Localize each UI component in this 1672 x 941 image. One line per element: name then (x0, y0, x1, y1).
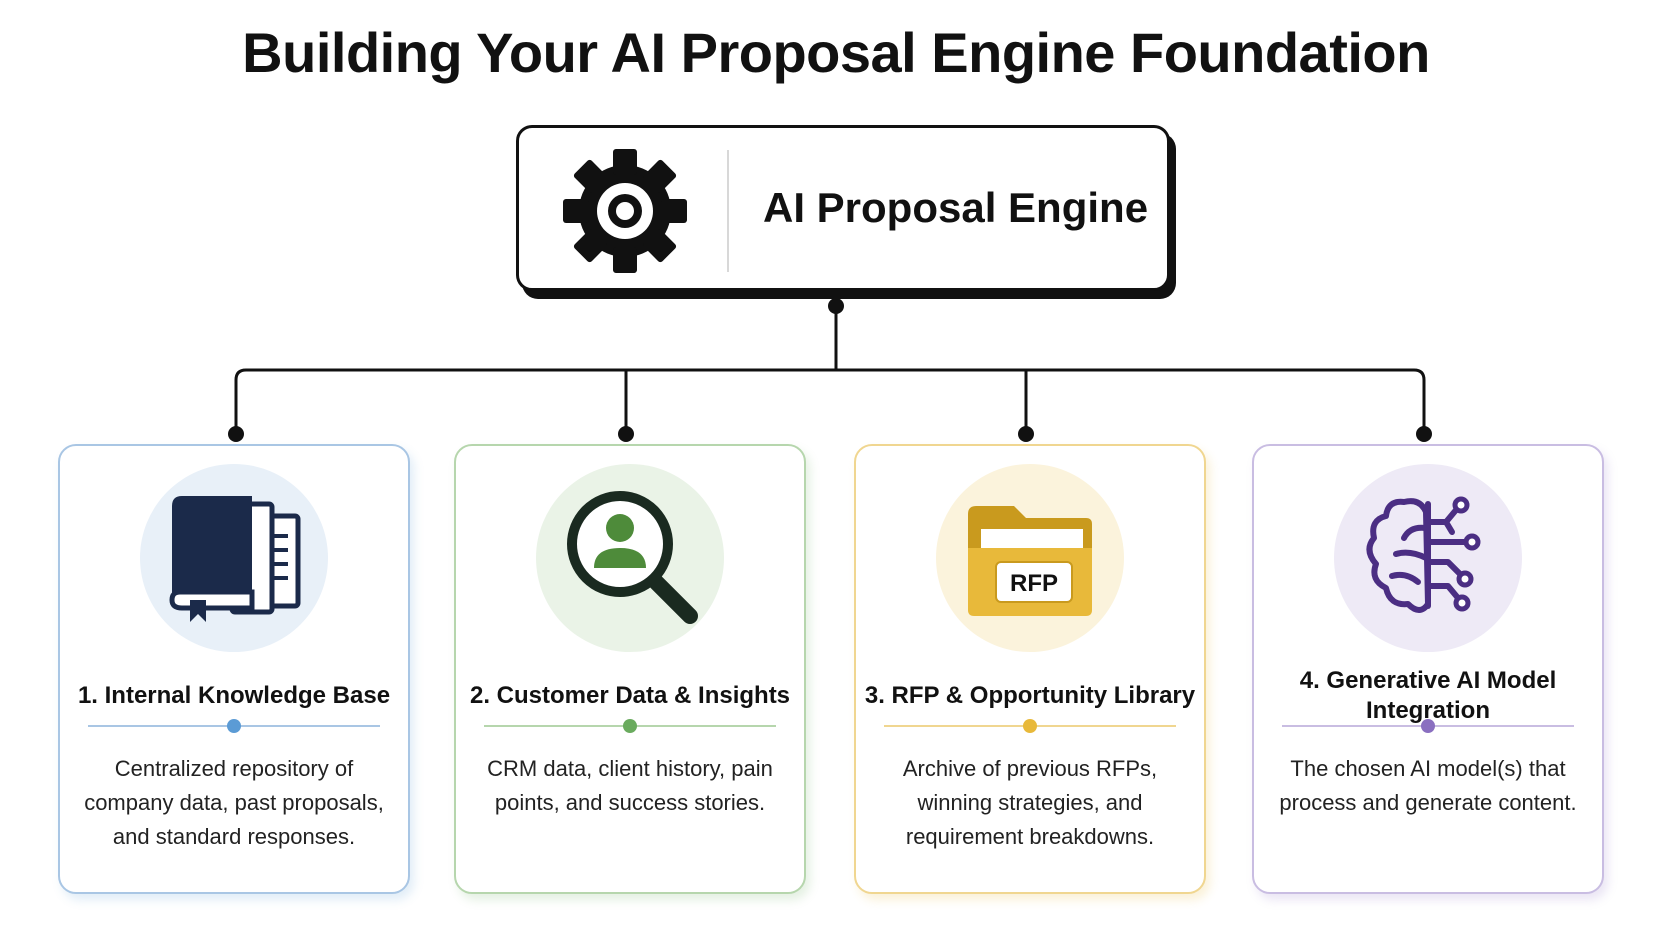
component-card-generative-ai: 4. Generative AI Model Integration The c… (1252, 444, 1604, 894)
rfp-folder-icon: RFP (968, 506, 1092, 616)
engine-divider (727, 150, 729, 272)
separator-dot (623, 719, 637, 733)
connector-node-engine (828, 298, 844, 314)
page-title: Building Your AI Proposal Engine Foundat… (242, 21, 1430, 84)
magnifier-user-icon (567, 491, 698, 624)
connector-node-1 (228, 426, 244, 442)
component-heading: 2. Customer Data & Insights (469, 682, 791, 709)
ai-proposal-engine-box: AI Proposal Engine (516, 125, 1170, 291)
separator-dot (227, 719, 241, 733)
rfp-folder-label: RFP (1010, 570, 1058, 597)
component-card-customer-data: 2. Customer Data & Insights CRM data, cl… (454, 444, 806, 894)
gear-icon (563, 149, 687, 273)
component-description: Archive of previous RFPs, winning strate… (902, 756, 1158, 849)
connector-node-3 (1018, 426, 1034, 442)
component-card-rfp-library: RFP 3. RFP & Opportunity Library Archive… (854, 444, 1206, 894)
component-heading: 3. RFP & Opportunity Library (864, 682, 1196, 709)
ai-brain-icon (1366, 496, 1481, 613)
component-description: CRM data, client history, pain points, a… (487, 756, 773, 815)
component-card-knowledge-base: 1. Internal Knowledge Base Centralized r… (58, 444, 410, 894)
separator-dot (1023, 719, 1037, 733)
connector-node-2 (618, 426, 634, 442)
connector-node-4 (1416, 426, 1432, 442)
component-heading: 1. Internal Knowledge Base (77, 682, 391, 709)
component-description: The chosen AI model(s) that process and … (1279, 756, 1577, 815)
engine-label: AI Proposal Engine (763, 184, 1149, 231)
component-description: Centralized repository of company data, … (84, 756, 384, 849)
separator-dot (1421, 719, 1435, 733)
book-documents-icon (169, 496, 301, 622)
